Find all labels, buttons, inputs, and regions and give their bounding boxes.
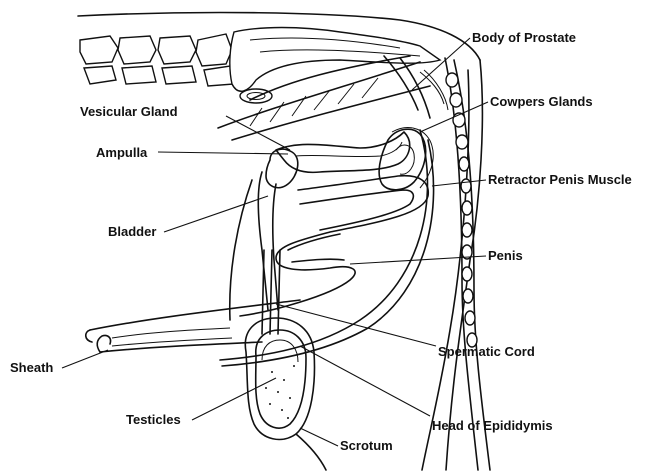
spine-vertebrae: [80, 28, 440, 104]
testicle-scrotum: [245, 250, 326, 470]
sheath-and-belly: [86, 180, 300, 352]
label-penis: Penis: [488, 248, 523, 263]
leader-sheath: [62, 350, 108, 368]
label-head-of-epididymis: Head of Epididymis: [432, 418, 553, 433]
internal-organs: [220, 128, 434, 366]
label-spermatic-cord: Spermatic Cord: [438, 344, 535, 359]
label-vesicular-gland: Vesicular Gland: [80, 104, 178, 119]
label-cowpers-glands: Cowpers Glands: [490, 94, 593, 109]
label-bladder: Bladder: [108, 224, 156, 239]
leader-vesicular-gland: [226, 116, 290, 150]
label-sheath: Sheath: [10, 360, 53, 375]
leader-head-of-epididymis: [300, 346, 430, 416]
label-body-of-prostate: Body of Prostate: [472, 30, 576, 45]
leader-ampulla: [158, 152, 288, 154]
leader-bladder: [164, 196, 268, 232]
leader-penis: [350, 256, 486, 264]
label-scrotum: Scrotum: [340, 438, 393, 453]
label-retractor-penis-muscle: Retractor Penis Muscle: [488, 172, 632, 187]
label-ampulla: Ampulla: [96, 145, 148, 160]
leader-testicles: [192, 378, 276, 420]
label-testicles: Testicles: [126, 412, 181, 427]
